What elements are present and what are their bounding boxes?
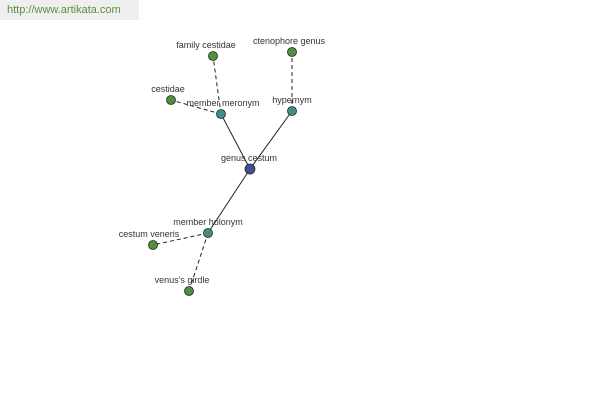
node-label-ctenophore-genus[interactable]: ctenophore genus [253,36,326,46]
node-genus-cestum[interactable] [244,163,256,175]
node-label-cestum-veneris[interactable]: cestum veneris [119,229,180,239]
node-label-venuss-girdle[interactable]: venus's girdle [155,275,210,285]
edge-member-meronym-to-cestidae [170,99,222,115]
node-ctenophore-genus[interactable] [287,47,297,57]
node-member-meronym[interactable] [216,109,226,119]
node-label-hypernym[interactable]: hypernym [272,95,312,105]
node-label-member-holonym[interactable]: member holonym [173,217,243,227]
edge-member-holonym-to-venuss-girdle [188,232,209,292]
node-label-family-cestidae[interactable]: family cestidae [176,40,236,50]
node-hypernym[interactable] [287,106,297,116]
edge-genus-cestum-to-member-holonym [207,168,251,234]
edge-member-holonym-to-cestum-veneris [152,232,209,246]
labels-layer: genus cestum member meronym hypernym member… [119,36,326,285]
edges-layer [152,52,293,292]
node-cestidae[interactable] [166,95,176,105]
node-venuss-girdle[interactable] [184,286,194,296]
node-label-genus-cestum[interactable]: genus cestum [221,153,277,163]
node-member-holonym[interactable] [203,228,213,238]
site-url-link[interactable]: http://www.artikata.com [0,0,139,20]
edge-genus-cestum-to-member-meronym [220,113,251,170]
edge-member-meronym-to-family-cestidae [212,55,222,115]
nodes-layer [148,47,297,296]
node-family-cestidae[interactable] [208,51,218,61]
node-label-member-meronym[interactable]: member meronym [186,98,259,108]
edge-genus-cestum-to-hypernym [249,110,293,170]
site-url-text: http://www.artikata.com [7,4,121,16]
node-label-cestidae[interactable]: cestidae [151,84,185,94]
node-cestum-veneris[interactable] [148,240,158,250]
